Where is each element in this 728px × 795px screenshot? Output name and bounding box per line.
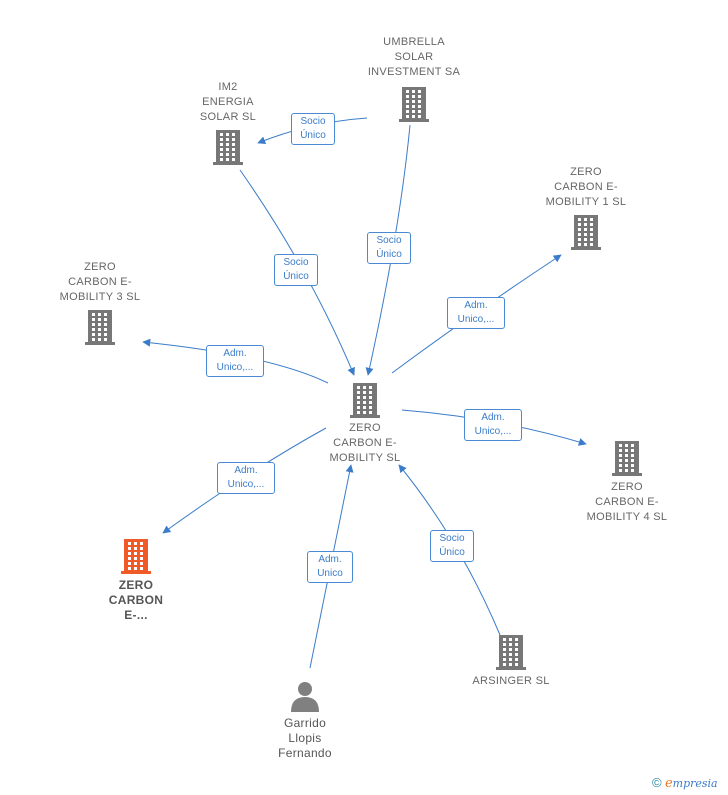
node-im2-energia-solar[interactable]: IM2 ENERGIA SOLAR SL — [178, 80, 278, 165]
edge-label-center-zcem4[interactable]: Adm. Unico,... — [464, 409, 522, 441]
node-label: ZERO CARBON E- MOBILITY 4 SL — [586, 481, 668, 523]
node-umbrella-solar[interactable]: UMBRELLA SOLAR INVESTMENT SA — [354, 35, 474, 122]
edge-label-umbrella-center[interactable]: Socio Único — [367, 232, 411, 264]
edge-label-umbrella-im2[interactable]: Socio Único — [291, 113, 335, 145]
node-zero-carbon-highlight[interactable]: ZERO CARBON E-... — [96, 538, 176, 623]
edge-label-im2-center[interactable]: Socio Único — [274, 254, 318, 286]
building-icon — [571, 215, 601, 250]
building-icon — [85, 310, 115, 345]
building-icon — [121, 539, 151, 574]
building-icon — [399, 87, 429, 122]
node-label: Garrido Llopis Fernando — [278, 716, 332, 760]
node-label: IM2 ENERGIA SOLAR SL — [199, 81, 257, 123]
copyright-icon: © — [652, 775, 662, 790]
building-icon — [213, 130, 243, 165]
edge-label-center-zcem3[interactable]: Adm. Unico,... — [206, 345, 264, 377]
node-label: ZERO CARBON E- MOBILITY SL — [329, 422, 401, 464]
node-label: ZERO CARBON E- MOBILITY 3 SL — [59, 261, 141, 303]
person-icon — [291, 682, 319, 712]
node-zero-carbon-mobility-3[interactable]: ZERO CARBON E- MOBILITY 3 SL — [45, 260, 155, 345]
building-icon — [350, 383, 380, 418]
edge-label-arsinger-center[interactable]: Socio Único — [430, 530, 474, 562]
edge-label-center-zcen[interactable]: Adm. Unico,... — [217, 462, 275, 494]
building-icon — [612, 441, 642, 476]
node-label: ARSINGER SL — [472, 675, 550, 687]
node-label: UMBRELLA SOLAR INVESTMENT SA — [367, 36, 461, 78]
node-label: ZERO CARBON E-... — [108, 578, 164, 622]
node-label: ZERO CARBON E- MOBILITY 1 SL — [545, 166, 627, 208]
brand-initial: e — [664, 776, 673, 791]
brand-name: mpresia — [672, 777, 718, 790]
node-arsinger[interactable]: ARSINGER SL — [456, 634, 566, 689]
node-zero-carbon-mobility-1[interactable]: ZERO CARBON E- MOBILITY 1 SL — [531, 165, 641, 250]
node-zero-carbon-mobility-4[interactable]: ZERO CARBON E- MOBILITY 4 SL — [572, 440, 682, 525]
edge-label-center-zcem1[interactable]: Adm. Unico,... — [447, 297, 505, 329]
node-zero-carbon-mobility-center[interactable]: ZERO CARBON E- MOBILITY SL — [310, 382, 420, 466]
brand-footer: © empresia — [652, 775, 718, 791]
building-icon — [496, 635, 526, 670]
node-garrido-llopis-fernando[interactable]: Garrido Llopis Fernando — [260, 680, 350, 761]
edge-label-garrido-center[interactable]: Adm. Unico — [307, 551, 353, 583]
